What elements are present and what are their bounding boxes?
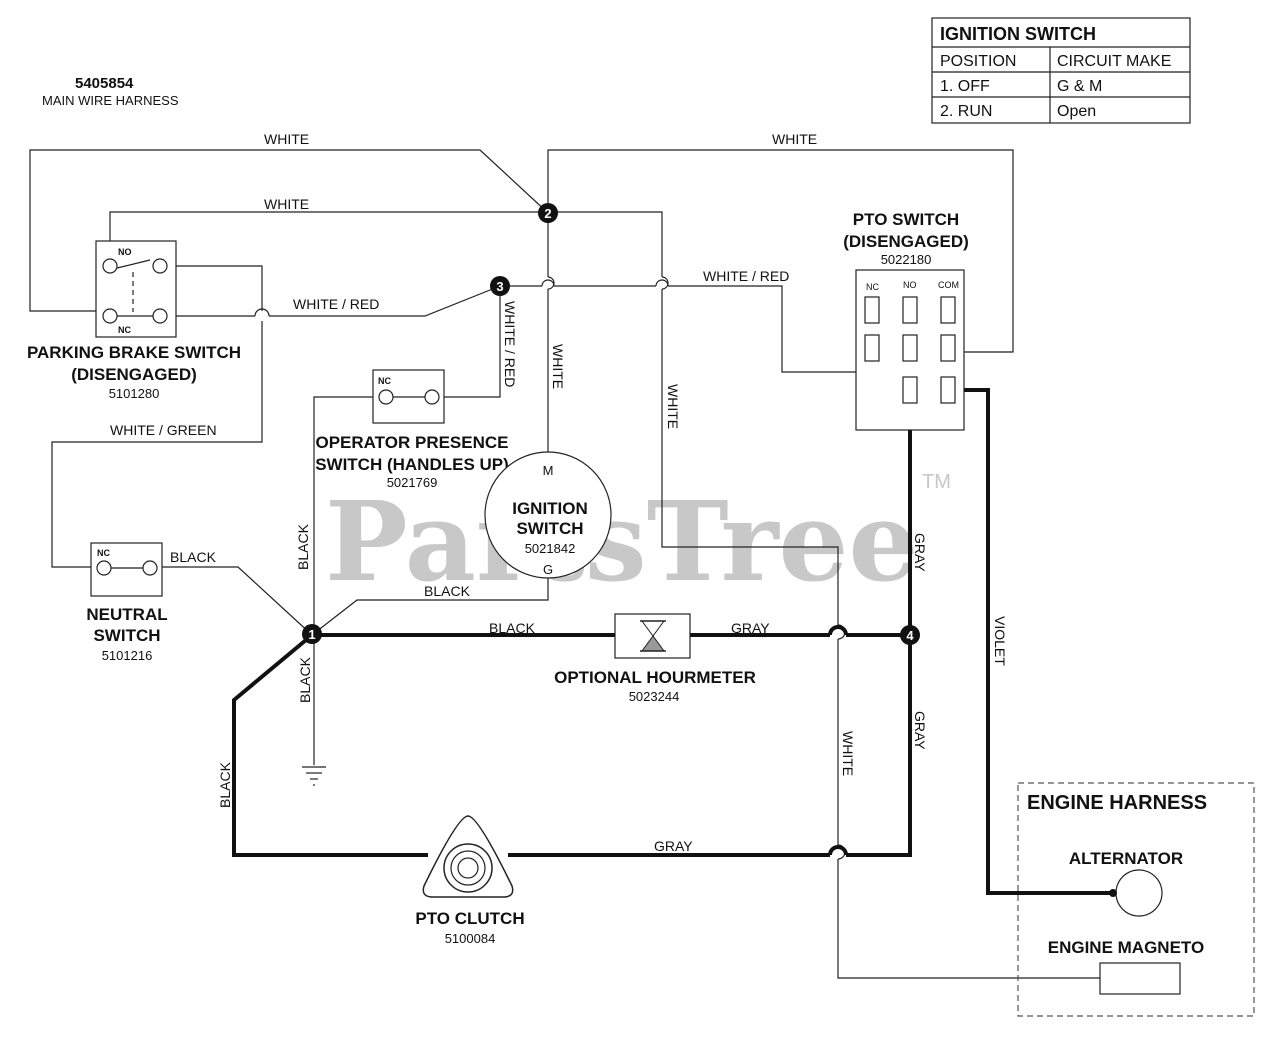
- neutral-switch: NC: [90, 542, 163, 597]
- pto-switch-subtitle: (DISENGAGED): [843, 232, 969, 251]
- svg-text:1: 1: [308, 627, 315, 642]
- svg-text:4: 4: [906, 628, 914, 643]
- wire-label: WHITE: [264, 196, 309, 212]
- wire-label: WHITE: [264, 131, 309, 147]
- pto-switch-title: PTO SWITCH: [853, 210, 959, 229]
- neutral-switch-subtitle: SWITCH: [93, 626, 160, 645]
- engine-magneto-label: ENGINE MAGNETO: [1048, 938, 1204, 957]
- table-cell: G & M: [1057, 78, 1102, 95]
- ground-icon: [302, 766, 326, 786]
- engine-magneto-icon: [1099, 962, 1181, 995]
- alternator-label: ALTERNATOR: [1069, 849, 1183, 868]
- pto-clutch-title: PTO CLUTCH: [415, 909, 524, 928]
- pto-col-com: COM: [938, 280, 959, 290]
- hourmeter-part: 5023244: [629, 689, 680, 704]
- pto-clutch-part: 5100084: [445, 931, 496, 946]
- ignition-switch: M IGNITION SWITCH 5021842 G: [484, 451, 612, 579]
- ignition-m-terminal: M: [543, 463, 554, 478]
- wire-label: GRAY: [654, 838, 693, 854]
- operator-presence-subtitle: SWITCH (HANDLES UP): [315, 455, 509, 474]
- pto-switch-part: 5022180: [881, 252, 932, 267]
- ignition-switch-table: IGNITION SWITCH POSITION CIRCUIT MAKE 1.…: [931, 17, 1191, 124]
- operator-presence-nc-label: NC: [378, 376, 391, 386]
- operator-presence-switch: NC: [372, 369, 445, 424]
- wire-label: WHITE: [665, 384, 681, 429]
- wire-label: BLACK: [217, 761, 233, 808]
- alternator-icon: [1115, 869, 1163, 917]
- wire-label: WHITE / GREEN: [110, 422, 217, 438]
- parking-brake-part: 5101280: [109, 386, 160, 401]
- harness-name: MAIN WIRE HARNESS: [42, 93, 179, 108]
- wire-label: VIOLET: [992, 616, 1008, 666]
- table-title: IGNITION SWITCH: [940, 24, 1096, 44]
- table-cell: Open: [1057, 103, 1096, 120]
- node-1: 1: [302, 624, 322, 644]
- ignition-switch-title: IGNITION: [512, 499, 588, 518]
- ignition-switch-part: 5021842: [525, 541, 576, 556]
- wire-label: GRAY: [912, 533, 928, 572]
- table-cell: 1. OFF: [940, 78, 990, 95]
- wire-label: BLACK: [424, 583, 471, 599]
- wire-label: GRAY: [912, 711, 928, 750]
- wire-label: WHITE: [772, 131, 817, 147]
- node-4: 4: [900, 625, 920, 645]
- neutral-switch-title: NEUTRAL: [86, 605, 167, 624]
- wire-label: WHITE: [840, 731, 856, 776]
- parking-brake-nc-label: NC: [118, 325, 131, 335]
- table-cell: 2. RUN: [940, 103, 992, 120]
- wire-label: BLACK: [170, 549, 217, 565]
- wire-label: BLACK: [489, 620, 536, 636]
- wire-label: GRAY: [731, 620, 770, 636]
- wire-labels: WHITE WHITE WHITE WHITE / RED WHITE / RE…: [110, 131, 1008, 854]
- neutral-nc-label: NC: [97, 548, 110, 558]
- ignition-switch-subtitle: SWITCH: [516, 519, 583, 538]
- operator-presence-title: OPERATOR PRESENCE: [315, 433, 508, 452]
- engine-harness: ENGINE HARNESS ALTERNATOR ENGINE MAGNETO: [1017, 782, 1255, 1017]
- pto-col-nc: NC: [866, 282, 879, 292]
- parking-brake-subtitle: (DISENGAGED): [71, 365, 197, 384]
- svg-text:3: 3: [496, 279, 503, 294]
- wire-label: WHITE / RED: [293, 296, 379, 312]
- svg-text:2: 2: [544, 206, 551, 221]
- wire-label: BLACK: [297, 656, 313, 703]
- node-3: 3: [490, 276, 510, 296]
- neutral-switch-part: 5101216: [102, 648, 153, 663]
- hourmeter-title: OPTIONAL HOURMETER: [554, 668, 756, 687]
- parking-brake-switch: NO NC: [95, 240, 177, 338]
- hourmeter: [614, 613, 691, 659]
- watermark-tm: TM: [922, 471, 951, 493]
- parking-brake-title: PARKING BRAKE SWITCH: [27, 343, 241, 362]
- watermark: PartsTree: [325, 477, 919, 606]
- wire-label: WHITE / RED: [502, 301, 518, 387]
- wire-label: BLACK: [295, 523, 311, 570]
- pto-clutch-icon: [422, 815, 514, 898]
- pto-switch: NC NO COM: [855, 269, 965, 431]
- engine-harness-title: ENGINE HARNESS: [1027, 792, 1207, 814]
- table-header-position: POSITION: [940, 53, 1016, 70]
- table-header-circuit: CIRCUIT MAKE: [1057, 53, 1171, 70]
- hourglass-icon: [640, 620, 666, 652]
- wire-label: WHITE / RED: [703, 268, 789, 284]
- thin-wires: [29, 149, 1100, 979]
- harness-part-number: 5405854: [75, 75, 134, 92]
- thick-wires: [232, 388, 1112, 895]
- wire-label: WHITE: [550, 344, 566, 389]
- pto-col-no: NO: [903, 280, 917, 290]
- node-2: 2: [538, 203, 558, 223]
- ignition-g-terminal: G: [543, 562, 553, 577]
- operator-presence-part: 5021769: [387, 475, 438, 490]
- parking-brake-no-label: NO: [118, 247, 132, 257]
